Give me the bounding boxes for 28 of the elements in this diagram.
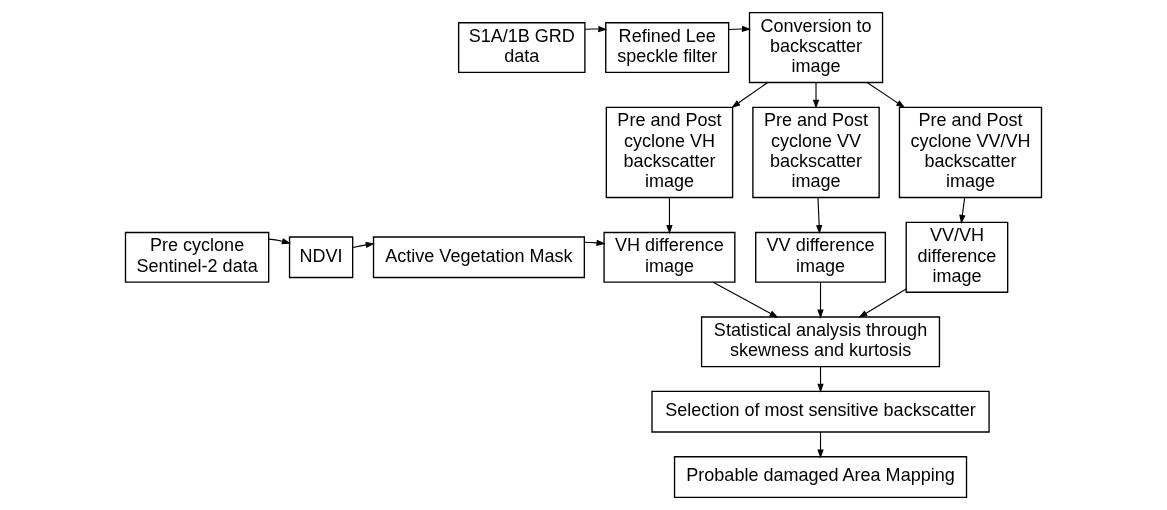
arrow [352, 241, 375, 249]
node-box: Pre and Post cyclone VH backscatter image [605, 106, 734, 199]
node-box: VH difference image [603, 231, 736, 283]
node-box: Active Vegetation Mask [372, 236, 586, 279]
arrow [584, 25, 608, 33]
arrow [812, 82, 820, 109]
arrow [666, 197, 673, 235]
arrow [858, 288, 907, 318]
node-box: Probable damaged Area Mapping [673, 456, 968, 499]
node-box: VV difference image [755, 231, 887, 283]
arrow [728, 25, 751, 33]
node-box: VV/VH difference image [905, 221, 1009, 293]
node-box: Selection of most sensitive backscatter [651, 390, 990, 433]
arrow [959, 197, 966, 224]
node-box: Conversion to backscatter image [748, 11, 884, 84]
node-box: Pre and Post cyclone VV/VH backscatter image [898, 106, 1043, 199]
arrow [866, 82, 906, 108]
node-box: Refined Lee speckle filter [605, 22, 730, 74]
arrow [816, 197, 823, 235]
arrow [712, 281, 779, 318]
arrow [268, 238, 291, 245]
arrow [817, 281, 824, 319]
node-box: Pre and Post cyclone VV backscatter image [752, 106, 880, 199]
node-box: Statistical analysis through skewness and kurtosis [700, 316, 941, 368]
node-box: Pre cyclone Sentinel-2 data [124, 231, 270, 283]
node-box: S1A/1B GRD data [457, 22, 586, 74]
arrow [731, 82, 769, 108]
node-box: NDVI [288, 236, 354, 279]
